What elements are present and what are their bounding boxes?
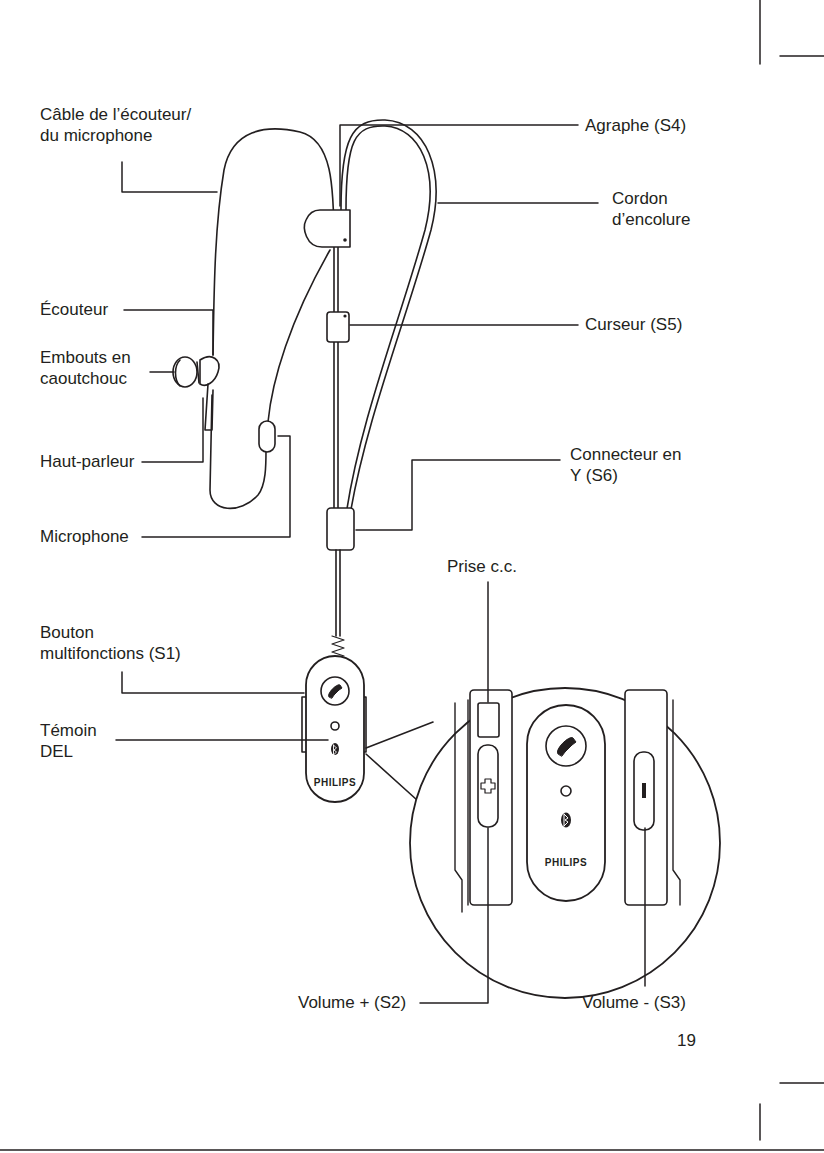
part-label: Câble de l’écouteur/ du microphone [40, 104, 202, 146]
part-label: Curseur (S5) [585, 314, 682, 335]
part-label: Bouton multifonctions (S1) [40, 622, 190, 664]
part-label: Agraphe (S4) [585, 115, 686, 136]
part-label: Volume + (S2) [298, 992, 406, 1013]
part-label: Cordon d’encolure [612, 188, 722, 230]
part-label: Connecteur en Y (S6) [570, 444, 688, 486]
part-label: Prise c.c. [447, 556, 517, 577]
brand-mark: PHILIPS [545, 857, 587, 869]
part-label: Écouteur [40, 299, 108, 320]
brand-mark: PHILIPS [314, 777, 356, 789]
part-label: Embouts en caoutchouc [40, 347, 140, 389]
part-label: Haut-parleur [40, 451, 135, 472]
part-label: Témoin DEL [40, 720, 110, 762]
part-label: Volume - (S3) [582, 992, 686, 1013]
page-number: 19 [677, 1030, 696, 1051]
part-label: Microphone [40, 526, 129, 547]
